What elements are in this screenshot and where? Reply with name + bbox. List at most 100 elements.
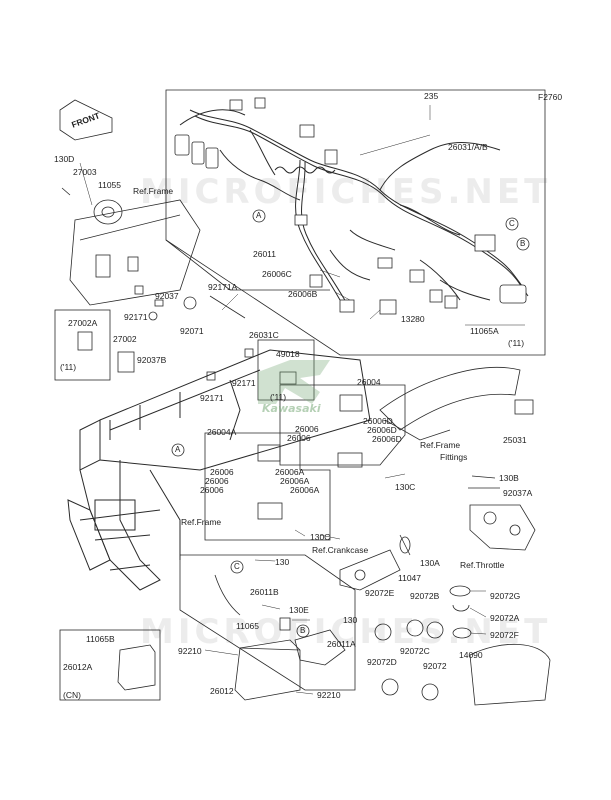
part-label-11065b: 11065B (86, 634, 115, 644)
part-label-92171-3: 92171 (200, 393, 224, 403)
part-label-92072g: 92072G (490, 591, 521, 601)
callout-letter-b-bottom: B (300, 626, 306, 635)
battery-26012a (117, 644, 156, 691)
part-label-26006a-1: 26006A (275, 467, 305, 477)
relay-group-box (54, 309, 111, 381)
harness-group-outline (165, 89, 546, 356)
part-label-26006d-2: 26006D (367, 425, 397, 435)
callout-b-bottom (296, 624, 310, 638)
part-label-92171-2: 92171 (232, 378, 256, 388)
throttle-assembly (468, 475, 536, 551)
harness-box-edge (165, 239, 231, 291)
part-label-92210-2: 92210 (317, 690, 341, 700)
cover-14090 (469, 643, 551, 706)
part-label-26006b: 26006B (288, 289, 318, 299)
part-label-26012a: 26012A (63, 662, 93, 672)
part-label-26006-1: 26006 (295, 424, 319, 434)
part-label-25031: 25031 (503, 435, 527, 445)
part-label-130d: 130D (54, 154, 75, 164)
crankcase-sensor (339, 534, 411, 591)
part-label-26006-5: 26006 (200, 485, 224, 495)
part-label-92037b: 92037B (137, 355, 167, 365)
part-label-92072f: 92072F (490, 630, 519, 640)
part-label-26031: 26031/A/B (448, 142, 488, 152)
callout-c-top (505, 217, 519, 231)
part-label-26011a: 26011A (327, 639, 356, 649)
part-label-11-a: ('11) (508, 338, 525, 348)
part-label-26011: 26011 (253, 249, 277, 259)
part-label-26006a-3: 26006A (290, 485, 320, 495)
part-label-130a: 130A (420, 558, 440, 568)
horn-and-front-frame (61, 187, 201, 306)
ref-frame-fittings-label-2: Fittings (440, 452, 468, 462)
ref-frame-label-1: Ref.Frame (133, 186, 174, 196)
part-label-92071: 92071 (180, 326, 204, 336)
fuse-box-26004a-cover (257, 444, 281, 462)
part-label-11-b: ('11) (60, 362, 77, 372)
fuse-box-group-26004a (204, 432, 331, 541)
turn-signal-box (257, 339, 315, 401)
part-label-92171-1: 92171 (124, 312, 148, 322)
harness-connectors (174, 97, 527, 315)
callout-a-top (252, 209, 266, 223)
part-label-92037: 92037 (155, 291, 179, 301)
part-label-27002a: 27002A (68, 318, 98, 328)
battery-26012 (234, 639, 301, 701)
cn-battery-box (59, 629, 161, 701)
lead-26011b (214, 574, 241, 616)
part-label-11055: 11055 (98, 180, 122, 190)
hose-clamps (374, 585, 472, 701)
wiring-harness (179, 109, 529, 303)
lead-26011a (294, 629, 346, 666)
part-label-27003: 27003 (73, 167, 97, 177)
part-label-130c-2: 130C (310, 532, 331, 542)
part-label-cn: (CN) (63, 690, 81, 700)
relay-27002a (77, 331, 93, 351)
callout-letter-c-top: C (509, 219, 515, 228)
part-label-92210-1: 92210 (178, 646, 202, 656)
part-label-11-c: ('11) (270, 392, 287, 402)
part-label-26011b: 26011B (250, 587, 279, 597)
part-label-26006d-1: 26006D (363, 416, 393, 426)
part-label-92072b: 92072B (410, 591, 440, 601)
part-label-26006c: 26006C (262, 269, 292, 279)
part-label-26012: 26012 (210, 686, 234, 696)
ref-throttle-label: Ref.Throttle (460, 560, 505, 570)
part-label-26004a: 26004A (207, 427, 237, 437)
fuse-box-26004-base (337, 452, 363, 468)
callout-c-bottom (230, 560, 244, 574)
part-label-11047: 11047 (398, 573, 422, 583)
figure-code: F2760 (538, 92, 563, 102)
part-label-26031c: 26031C (249, 330, 279, 340)
ref-frame-label-2: Ref.Frame (181, 517, 222, 527)
part-label-130c-1: 130C (395, 482, 416, 492)
part-label-92072d: 92072D (367, 657, 397, 667)
fuse-box-26004a-base (257, 502, 283, 520)
part-label-11065: 11065 (236, 621, 260, 631)
part-label-92171a: 92171A (208, 282, 238, 292)
callout-letter-c-bottom: C (234, 562, 240, 571)
part-label-26006-3: 26006 (210, 467, 234, 477)
fuse-box-26004-cover (339, 394, 363, 412)
callout-letter-a-mid: A (175, 445, 181, 454)
front-arrow (59, 99, 113, 141)
kawasaki-watermark-logo (258, 360, 330, 404)
callout-b-top (516, 237, 530, 251)
part-label-26006d-3: 26006D (372, 434, 402, 444)
part-label-92072c: 92072C (400, 646, 430, 656)
leader-lines (79, 105, 525, 695)
part-label-49018: 49018 (276, 349, 300, 359)
part-label-13280: 13280 (401, 314, 425, 324)
callout-letter-b-top: B (520, 239, 526, 248)
relay-27002 (117, 351, 135, 373)
part-label-26006a-2: 26006A (280, 476, 310, 486)
part-label-14090: 14090 (459, 650, 483, 660)
part-label-130-2: 130 (343, 615, 358, 625)
part-label-130-1: 130 (275, 557, 290, 567)
kawasaki-logo-text: Kawasaki (262, 402, 321, 415)
part-label-235: 235 (424, 91, 439, 101)
callout-a-mid (171, 443, 185, 457)
part-label-11065a: 11065A (470, 326, 499, 336)
main-frame (67, 349, 371, 591)
